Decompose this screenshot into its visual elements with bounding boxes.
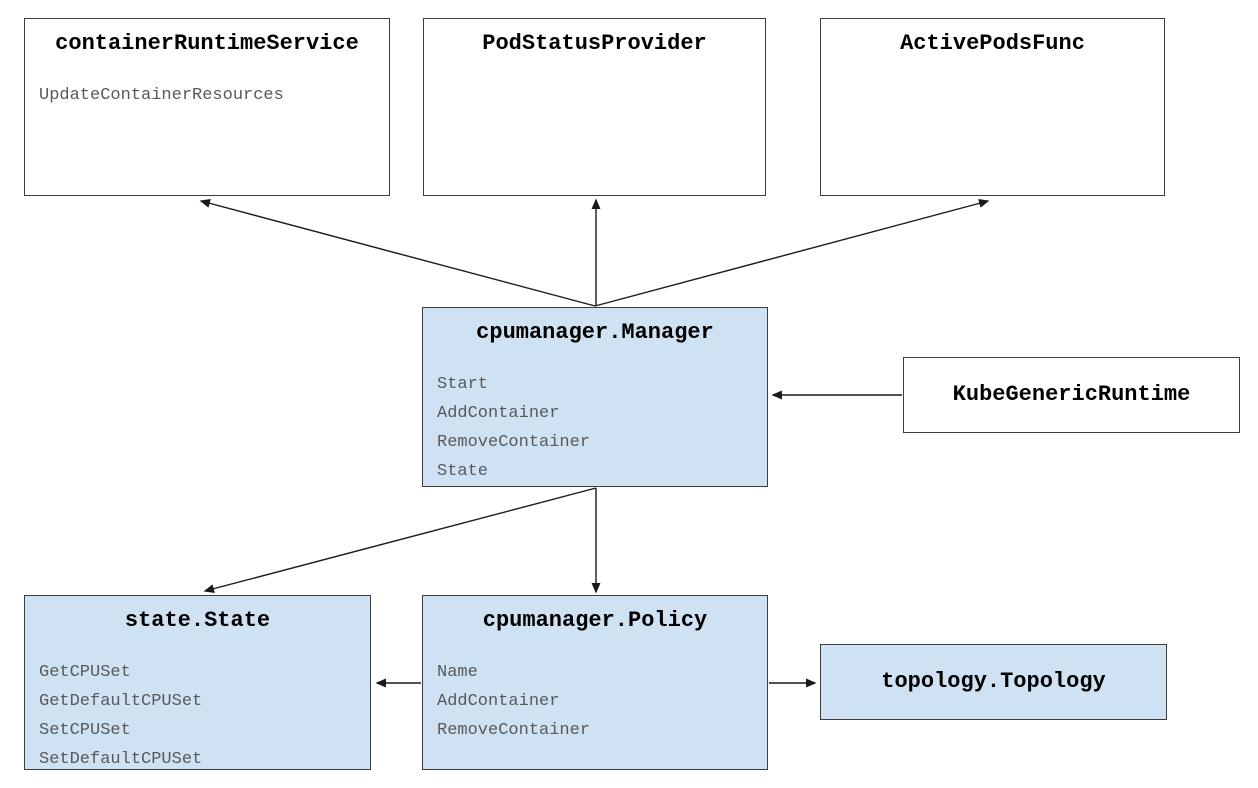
node-title: containerRuntimeService — [55, 31, 359, 56]
node-title: cpumanager.Manager — [476, 320, 714, 345]
node-method: GetDefaultCPUSet — [39, 692, 203, 711]
node-methods: GetCPUSet GetDefaultCPUSet SetCPUSet Set… — [25, 658, 370, 774]
edge-manager-to-state-state — [203, 487, 597, 594]
node-title: state.State — [124, 608, 271, 633]
node-title: ActivePodsFunc — [900, 31, 1085, 56]
node-method: Name — [437, 663, 478, 682]
node-container-runtime-service: containerRuntimeService UpdateContainerR… — [24, 18, 390, 196]
node-method: GetCPUSet — [39, 663, 131, 682]
node-method: UpdateContainerResources — [39, 86, 284, 105]
node-method: AddContainer — [437, 404, 560, 423]
node-title: KubeGenericRuntime — [952, 382, 1191, 407]
node-topology-topology: topology.Topology — [820, 644, 1167, 720]
node-active-pods-func: ActivePodsFunc — [820, 18, 1165, 196]
node-kube-generic-runtime: KubeGenericRuntime — [903, 357, 1240, 433]
node-title: cpumanager.Policy — [482, 608, 708, 633]
node-method: RemoveContainer — [437, 721, 591, 740]
node-method: SetCPUSet — [39, 721, 131, 740]
node-method: Start — [437, 375, 489, 394]
node-method: SetDefaultCPUSet — [39, 750, 203, 769]
node-cpumanager-policy: cpumanager.Policy Name AddContainer Remo… — [422, 595, 768, 770]
node-methods: Name AddContainer RemoveContainer — [423, 658, 767, 745]
node-state-state: state.State GetCPUSet GetDefaultCPUSet S… — [24, 595, 371, 770]
edge-manager-to-container-runtime-service — [199, 198, 596, 307]
node-method: RemoveContainer — [437, 433, 591, 452]
node-methods: Start AddContainer RemoveContainer State — [423, 370, 767, 486]
edge-manager-to-active-pods-func — [594, 198, 990, 307]
node-method: State — [437, 462, 489, 481]
node-methods: UpdateContainerResources — [25, 81, 389, 110]
node-pod-status-provider: PodStatusProvider — [423, 18, 766, 196]
node-title: PodStatusProvider — [482, 31, 707, 56]
node-cpumanager-manager: cpumanager.Manager Start AddContainer Re… — [422, 307, 768, 487]
node-title: topology.Topology — [881, 669, 1106, 694]
node-method: AddContainer — [437, 692, 560, 711]
